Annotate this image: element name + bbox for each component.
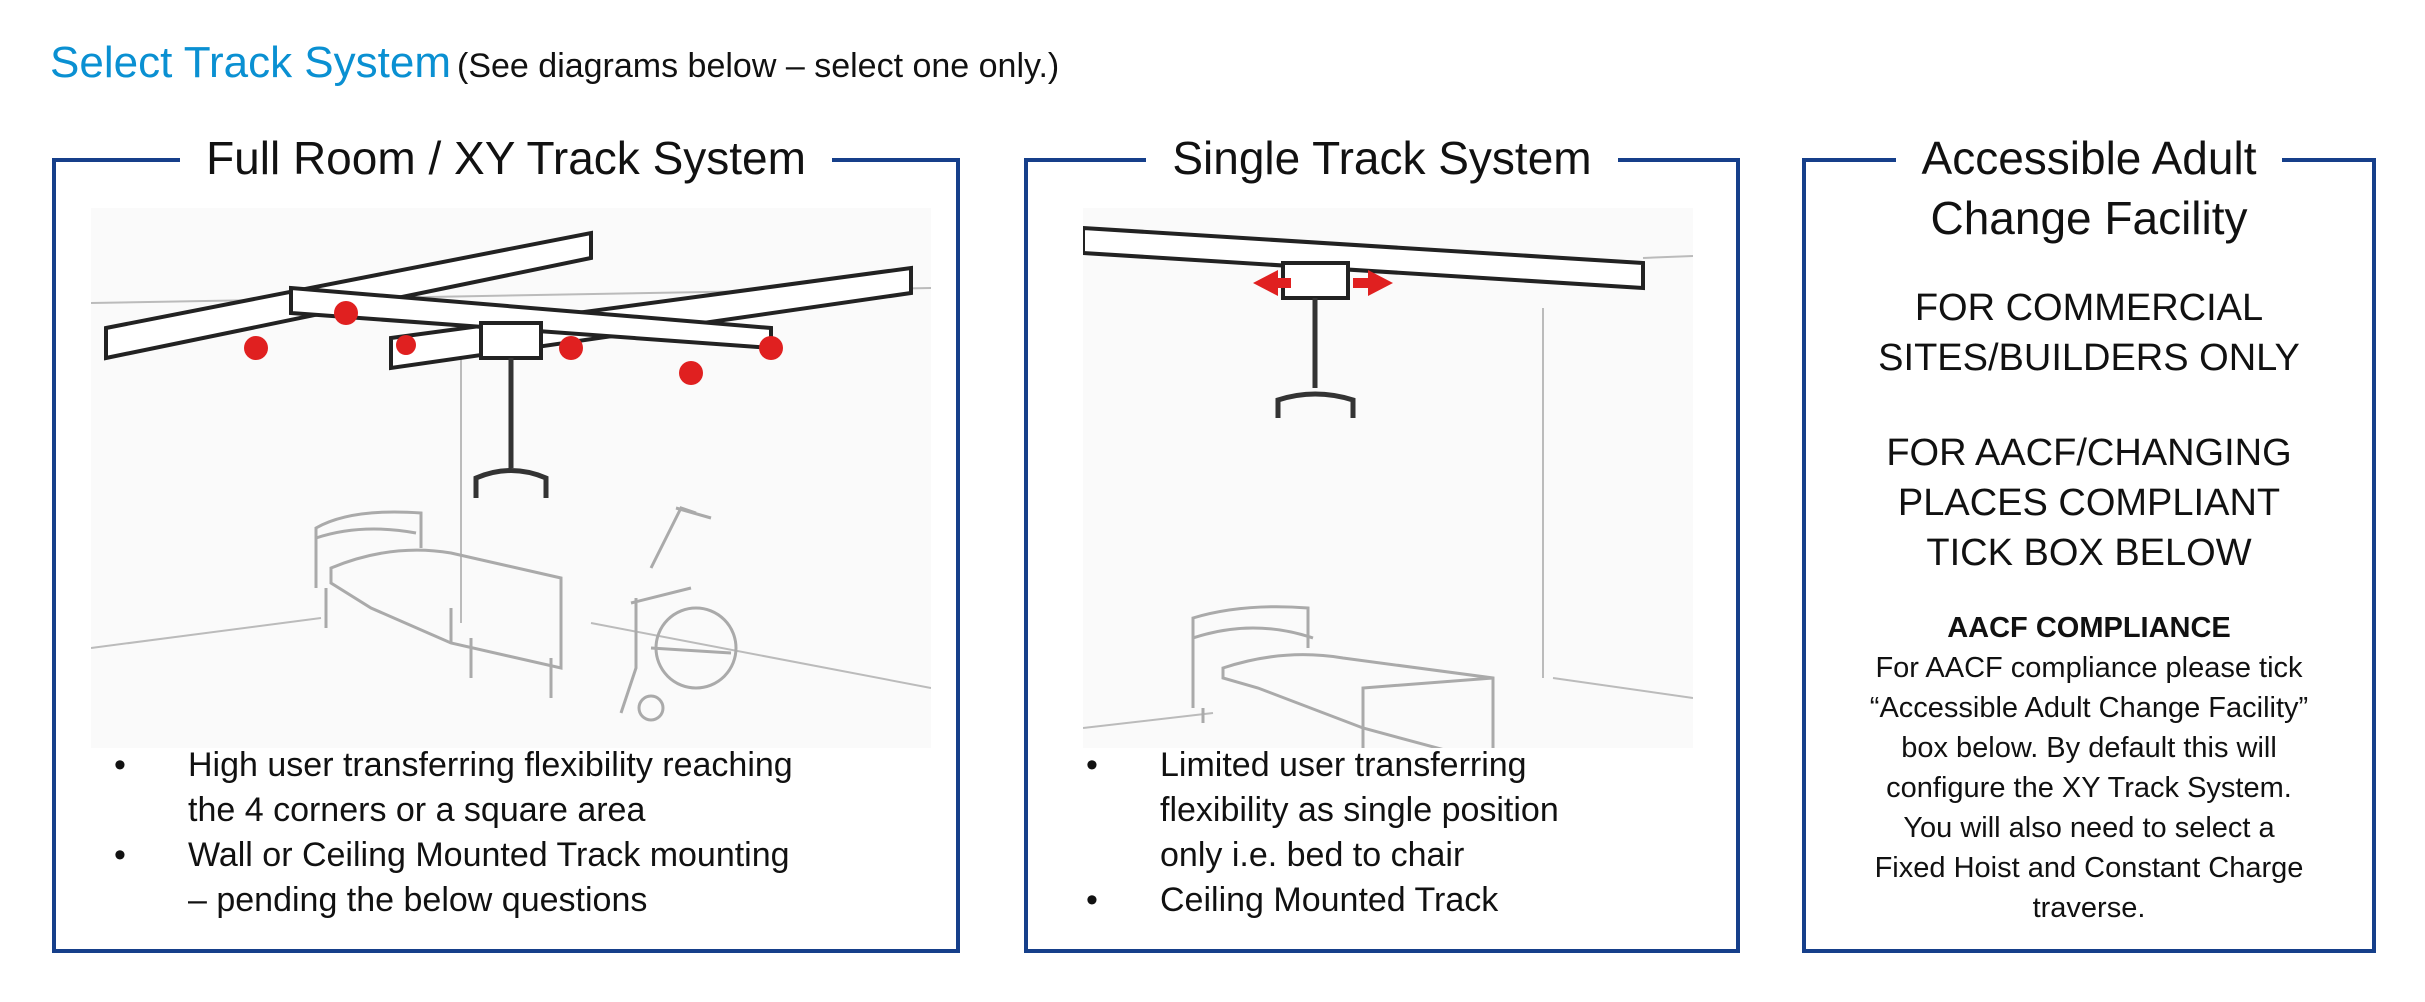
panel-title: Accessible Adult Change Facility bbox=[1806, 128, 2372, 248]
direction-arrow-icons bbox=[244, 301, 783, 385]
track-rail bbox=[1083, 225, 1645, 300]
bullet-icon: • bbox=[114, 746, 126, 784]
panel-xy-track-system[interactable]: Full Room / XY Track System bbox=[52, 132, 960, 953]
aacf-compliance-note: AACF COMPLIANCE For AACF compliance plea… bbox=[1869, 612, 2309, 924]
bullet-icon: • bbox=[1086, 746, 1098, 784]
panel-title: Single Track System bbox=[1028, 128, 1736, 188]
list-item: •Wall or Ceiling Mounted Track mounting–… bbox=[110, 833, 930, 923]
list-item: •Ceiling Mounted Track bbox=[1082, 878, 1702, 923]
bed-icon bbox=[1191, 605, 1495, 748]
panel-single-track-system[interactable]: Single Track System bbox=[1024, 132, 1740, 953]
bed-icon bbox=[314, 510, 563, 698]
compliance-heading: AACF COMPLIANCE bbox=[1947, 612, 2231, 644]
room-lines bbox=[1083, 255, 1693, 729]
section-title: Select Track System bbox=[50, 38, 452, 87]
list-item: •High user transferring flexibility reac… bbox=[110, 743, 930, 833]
single-track-room-diagram bbox=[1083, 208, 1693, 748]
hoist-unit bbox=[1275, 298, 1356, 418]
panel-accessible-adult-change-facility[interactable]: Accessible Adult Change Facility FOR COM… bbox=[1802, 132, 2376, 953]
bullet-icon: • bbox=[1086, 881, 1098, 919]
section-subtitle: (See diagrams below – select one only.) bbox=[457, 47, 1060, 85]
panel-title: Full Room / XY Track System bbox=[56, 128, 956, 188]
hoist-unit bbox=[473, 358, 549, 498]
bullet-icon: • bbox=[114, 836, 126, 874]
wheelchair-icon bbox=[619, 506, 738, 722]
feature-list: •High user transferring flexibility reac… bbox=[110, 743, 930, 923]
xy-track-room-diagram bbox=[91, 208, 931, 748]
section-heading: Select Track System(See diagrams below –… bbox=[50, 38, 1059, 88]
direction-arrow-icons bbox=[1253, 270, 1393, 296]
